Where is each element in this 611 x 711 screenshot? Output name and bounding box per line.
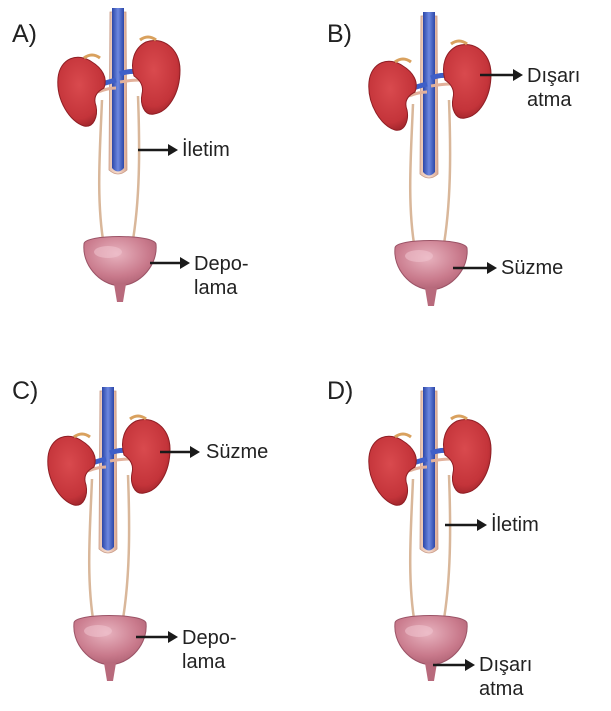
urinary-system-diagram: [305, 355, 610, 710]
arrow: [150, 257, 190, 269]
panel-a: A) İletim Depo- lama: [0, 0, 305, 355]
panel-c: C) Süzme Depo- lama: [0, 355, 305, 710]
annotation-label: Dışarı atma: [479, 653, 532, 701]
annotation-label: İletim: [491, 513, 539, 537]
panel-b: B) Dışarı atma Süzme: [305, 0, 610, 355]
annotation-label: Süzme: [501, 256, 563, 280]
annotation-label: Süzme: [206, 440, 268, 464]
urinary-system-diagram: [0, 0, 305, 355]
urinary-system-diagram: [305, 0, 610, 355]
arrow: [138, 144, 178, 156]
panel-d: D) İletim Dışarı atma: [305, 355, 610, 710]
urinary-system-diagram: [0, 355, 305, 710]
annotation-label: İletim: [182, 138, 230, 162]
annotation-label: Depo- lama: [182, 626, 236, 674]
annotation-label: Depo- lama: [194, 252, 248, 300]
annotation-label: Dışarı atma: [527, 64, 580, 112]
